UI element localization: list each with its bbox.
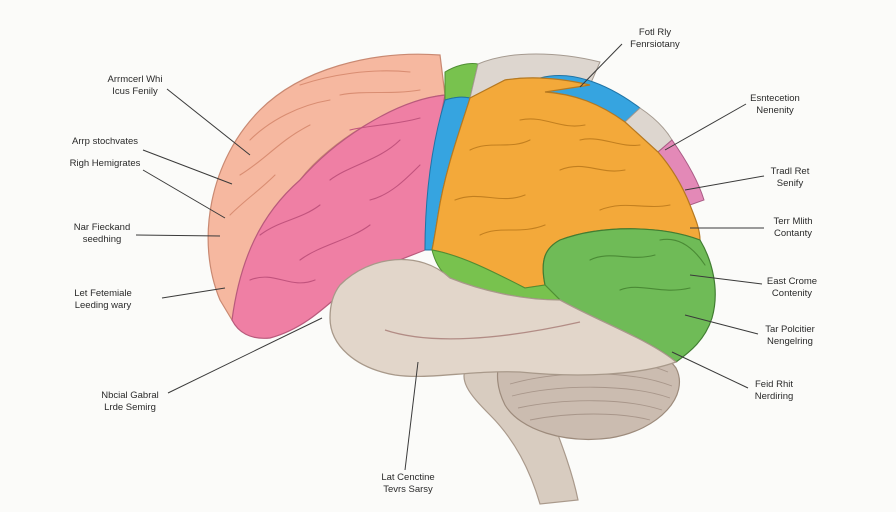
label-line: Nar Fieckand bbox=[73, 222, 131, 233]
label-right-6: Feid Rhit Nerdiring bbox=[742, 379, 806, 403]
label-line: Nerdiring bbox=[754, 391, 794, 402]
label-right-5: Tar Polcitier Nengelring bbox=[752, 324, 828, 348]
label-left-2: Arrp stochvates bbox=[60, 136, 150, 148]
label-line: Terr Mlith bbox=[773, 216, 813, 227]
label-line: Senify bbox=[776, 178, 804, 189]
label-left-3: Righ Hemigrates bbox=[60, 158, 150, 170]
label-right-4: East Crome Contenity bbox=[756, 276, 828, 300]
label-right-3: Terr Mlith Contanty bbox=[758, 216, 828, 240]
label-left-6: Nbcial Gabral Lrde Semirg bbox=[90, 390, 170, 414]
label-line: Contenity bbox=[771, 288, 813, 299]
label-bottom: Lat Cenctine Tevrs Sarsy bbox=[368, 472, 448, 496]
label-line: Contanty bbox=[773, 228, 813, 239]
label-right-2: Tradl Ret Senify bbox=[760, 166, 820, 190]
temporal-fold bbox=[384, 321, 581, 340]
label-line: Lrde Semirg bbox=[104, 402, 156, 413]
label-line: Let Fetemiale bbox=[74, 288, 132, 299]
label-line: Arrp stochvates bbox=[72, 136, 138, 147]
label-line: Arrmcerl Whi bbox=[107, 74, 163, 85]
label-line: Esntecetion bbox=[750, 93, 800, 104]
label-line: Icus Fenily bbox=[112, 86, 158, 97]
label-line: East Crome bbox=[766, 276, 818, 287]
label-line: Leeding wary bbox=[74, 300, 132, 311]
leader-lines bbox=[135, 43, 765, 471]
label-left-1: Arrmcerl Whi Icus Fenily bbox=[95, 74, 175, 98]
label-right-1: Esntecetion Nenenity bbox=[740, 93, 810, 117]
label-line: Feid Rhit bbox=[754, 379, 793, 390]
label-line: Nengelring bbox=[767, 336, 813, 347]
label-left-4: Nar Fieckand seedhing bbox=[62, 222, 142, 246]
label-line: Righ Hemigrates bbox=[69, 158, 141, 169]
gyri-texture bbox=[229, 70, 706, 291]
label-line: Fotl Rly bbox=[638, 27, 672, 38]
label-line: seedhing bbox=[82, 234, 122, 245]
label-line: Tevrs Sarsy bbox=[383, 484, 433, 495]
label-line: Fenrsiotany bbox=[630, 39, 680, 50]
label-line: Lat Cenctine bbox=[381, 472, 435, 483]
label-line: Tradl Ret bbox=[770, 166, 810, 177]
label-line: Tar Polcitier bbox=[765, 324, 815, 335]
label-left-5: Let Fetemiale Leeding wary bbox=[58, 288, 148, 312]
label-line: Nbcial Gabral bbox=[101, 390, 159, 401]
label-top-right: Fotl Rly Fenrsiotany bbox=[620, 27, 690, 51]
label-line: Nenenity bbox=[756, 105, 794, 116]
temporal-lobe bbox=[329, 258, 678, 378]
